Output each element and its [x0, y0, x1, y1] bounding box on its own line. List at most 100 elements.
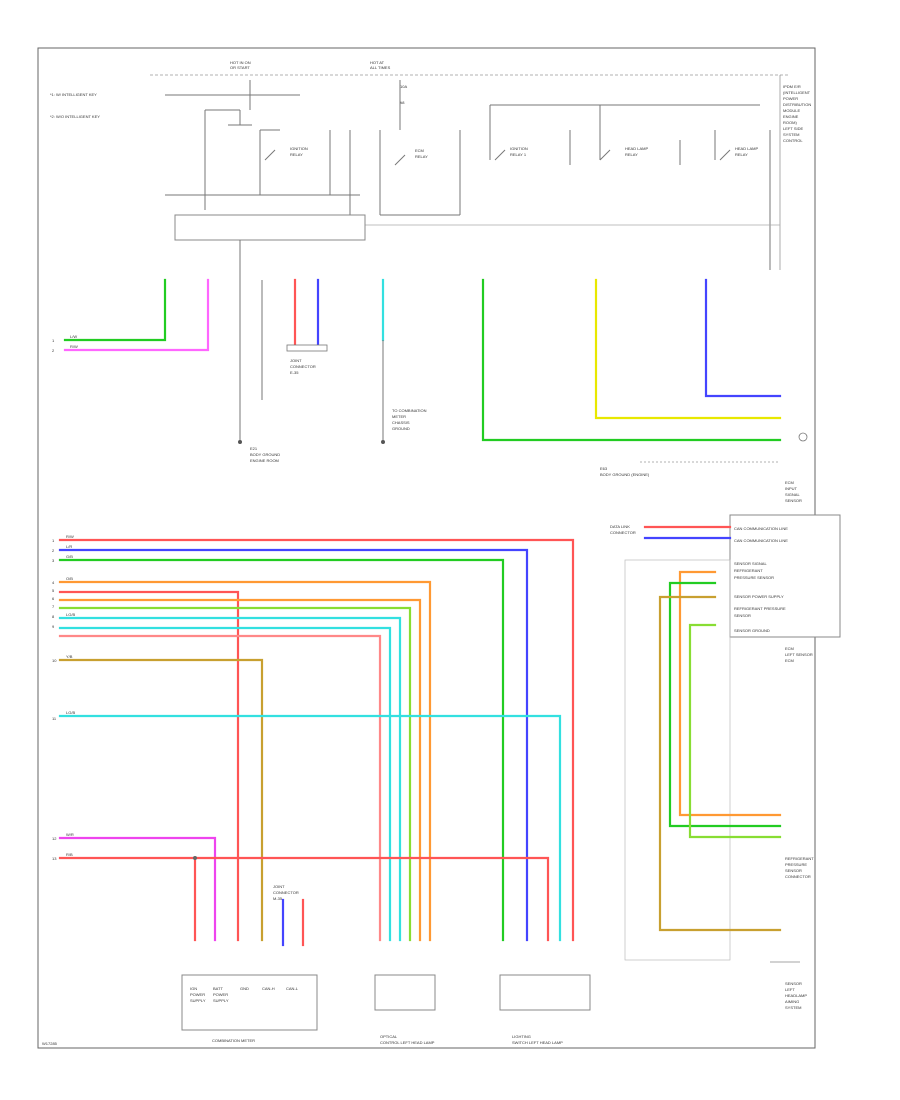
footer-code: W17285 [42, 1041, 58, 1046]
svg-text:PRESSURE: PRESSURE [785, 862, 807, 867]
svg-text:CONNECTOR: CONNECTOR [290, 364, 316, 369]
svg-text:POWER: POWER [213, 992, 228, 997]
fuse-label-left: HOT IN ON [230, 60, 251, 65]
svg-text:5: 5 [52, 588, 55, 593]
svg-text:CONTROL LEFT HEAD LAMP: CONTROL LEFT HEAD LAMP [380, 1040, 435, 1045]
svg-text:RELAY: RELAY [290, 152, 303, 157]
svg-text:IGN: IGN [190, 986, 197, 991]
label-red-long: R/W [66, 534, 74, 539]
wire-green-right [481, 278, 782, 442]
svg-text:AIMING: AIMING [785, 999, 799, 1004]
note-2: *2: W/O INTELLIGENT KEY [50, 114, 100, 119]
svg-text:JOINT: JOINT [273, 884, 285, 889]
relay-headlamp-2: HEAD LAMP RELAY [719, 146, 758, 161]
label-brown: Y/B [66, 654, 73, 659]
svg-text:BATT: BATT [213, 986, 223, 991]
wire-lime-sensor [688, 623, 782, 839]
svg-text:7: 7 [52, 604, 55, 609]
svg-text:REFRIGERANT PRESSURE: REFRIGERANT PRESSURE [734, 606, 786, 611]
svg-text:E21: E21 [250, 446, 258, 451]
combination-meter-pins: IGN POWER SUPPLY BATT POWER SUPPLY GND C… [190, 986, 299, 1003]
svg-text:9: 9 [52, 624, 55, 629]
svg-text:2: 2 [52, 548, 55, 553]
sensor-box-rows: CAN COMMUNICATION LINE CAN COMMUNICATION… [734, 526, 788, 633]
relay-ignition-1: IGNITION RELAY 1 [494, 146, 528, 161]
svg-text:CONNECTOR: CONNECTOR [610, 530, 636, 535]
svg-text:ENGINE ROOM: ENGINE ROOM [250, 458, 279, 463]
front-sensor-label: SENSOR LEFT HEADLAMP AIMING SYSTEM [785, 981, 807, 1010]
fuse-ref: 10A [400, 84, 407, 89]
data-link-label: DATA LINK CONNECTOR [610, 524, 636, 535]
combination-meter-label: COMBINATION METER [212, 1038, 255, 1043]
svg-text:ECM: ECM [785, 658, 794, 663]
label-orange-long: O/B [66, 576, 73, 581]
refrigerant-label: REFRIGERANT PRESSURE SENSOR CONNECTOR [785, 856, 814, 879]
optical-box [374, 974, 436, 1011]
sensor-box-lower-label: ECM LEFT SENSOR ECM [785, 646, 813, 663]
svg-text:POWER: POWER [190, 992, 205, 997]
connector-right-round [798, 432, 808, 442]
joint-label-top: JOINT CONNECTOR E-35 [290, 358, 316, 375]
right-front-label: ECM INPUT SIGNAL SENSOR [785, 480, 802, 503]
label-cyan-lower: LG/B [66, 710, 75, 715]
label-salmon: R/B [66, 852, 73, 857]
wire-brown-meter [58, 658, 264, 942]
svg-text:CONNECTOR: CONNECTOR [273, 890, 299, 895]
svg-text:BODY GROUND: BODY GROUND [250, 452, 280, 457]
svg-text:SENSOR SIGNAL: SENSOR SIGNAL [734, 561, 767, 566]
lower-left-pins: 1 2 3 4 5 6 7 8 9 10 11 12 13 [52, 538, 57, 861]
svg-text:4: 4 [52, 580, 55, 585]
combination-meter-box [181, 974, 318, 1031]
wire-salmon-long [58, 634, 382, 942]
wire-red-long [58, 538, 575, 942]
wire-red-lower [58, 856, 550, 942]
svg-text:11: 11 [52, 716, 57, 721]
svg-text:1: 1 [52, 338, 55, 343]
svg-text:OPTICAL: OPTICAL [380, 1034, 398, 1039]
svg-text:ECM: ECM [785, 646, 794, 651]
svg-text:TO COMBINATION: TO COMBINATION [392, 408, 427, 413]
svg-text:HEADLAMP: HEADLAMP [785, 993, 807, 998]
relay-headlamp-1: HEAD LAMP RELAY [599, 146, 648, 161]
svg-text:LIGHTING: LIGHTING [512, 1034, 531, 1039]
wire-orange-2 [58, 598, 422, 942]
relay-ignition: IGNITION RELAY [264, 146, 308, 161]
svg-text:POWER: POWER [783, 96, 798, 101]
svg-text:SENSOR: SENSOR [734, 613, 751, 618]
ground-symbol-1 [238, 440, 242, 444]
svg-text:SIGNAL: SIGNAL [785, 492, 800, 497]
label-green: L/W [70, 334, 77, 339]
svg-text:ENGINE: ENGINE [783, 114, 799, 119]
lighting-box [499, 974, 591, 1011]
svg-text:ROOM): ROOM) [783, 120, 797, 125]
svg-text:13: 13 [52, 856, 57, 861]
wire-magenta-meter [58, 836, 217, 942]
svg-text:BODY GROUND (ENGINE): BODY GROUND (ENGINE) [600, 472, 650, 477]
svg-text:INPUT: INPUT [785, 486, 798, 491]
svg-text:SENSOR: SENSOR [785, 868, 802, 873]
svg-text:DISTRIBUTION: DISTRIBUTION [783, 102, 811, 107]
joint-connector-top [286, 344, 328, 352]
svg-text:M-35: M-35 [273, 896, 283, 901]
wire-green-sensor [668, 581, 782, 828]
svg-text:6: 6 [52, 596, 55, 601]
fuse-label-mid: HOT AT [370, 60, 385, 65]
wire-green-long [58, 558, 505, 942]
wire-cyan-lower [58, 714, 562, 942]
relay-ecu: ECM RELAY [394, 148, 428, 166]
svg-text:RELAY 1: RELAY 1 [510, 152, 527, 157]
fuse-ref-2: #8 [400, 100, 405, 105]
svg-text:PRESSURE SENSOR: PRESSURE SENSOR [734, 575, 774, 580]
svg-text:SWITCH LEFT HEAD LAMP: SWITCH LEFT HEAD LAMP [512, 1040, 563, 1045]
note-1: *1: W/ INTELLIGENT KEY [50, 92, 97, 97]
svg-text:(INTELLIGENT: (INTELLIGENT [783, 90, 811, 95]
splice-1 [193, 856, 197, 860]
svg-text:10: 10 [52, 658, 57, 663]
wire-orange-sensor [678, 570, 782, 817]
label-green-long: G/B [66, 554, 73, 559]
svg-text:GROUND: GROUND [392, 426, 410, 431]
svg-text:JOINT: JOINT [290, 358, 302, 363]
sensor-box [729, 514, 841, 638]
ground-label-e21: E21 BODY GROUND ENGINE ROOM [250, 446, 280, 463]
svg-text:REFRIGERANT: REFRIGERANT [785, 856, 814, 861]
